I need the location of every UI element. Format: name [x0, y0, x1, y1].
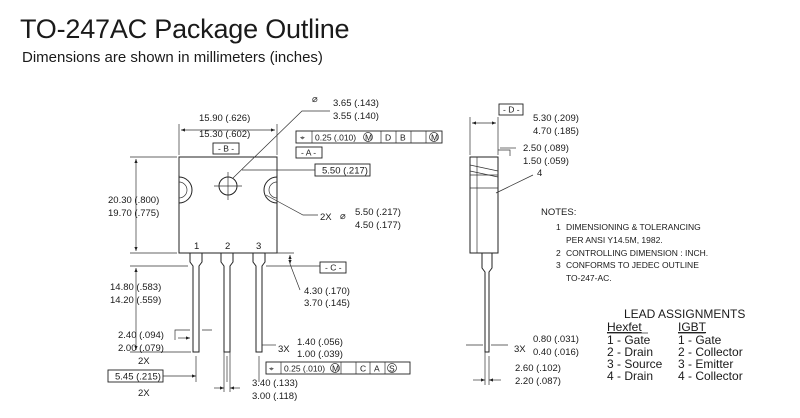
pitch-count: 2X — [138, 388, 150, 399]
dim-body-height-max: 20.30 (.800) — [108, 195, 159, 206]
dim-side-offset-min: 2.20 (.087) — [515, 376, 561, 387]
symbol-diameter-2: ⌀ — [340, 211, 346, 222]
note-1-line2: PER ANSI Y14.5M, 1982. — [566, 235, 663, 245]
position-tol-value: 0.25 (.010) — [315, 133, 356, 143]
lead-thick-count: 3X — [278, 344, 290, 355]
front-view: 15.90 (.626) 15.30 (.602) - B - ⌀ 3.65 (… — [107, 94, 443, 402]
note-1-num: 1 — [556, 222, 561, 232]
datum-b-box — [212, 142, 240, 155]
bottom-tol-value: 0.25 (.010) — [284, 364, 325, 374]
datum-b-label: - B - — [218, 144, 234, 154]
dim-width-min: 15.30 (.602) — [199, 129, 250, 140]
dim-side-lead-max: 0.80 (.031) — [533, 334, 579, 345]
dim-slot-max: 5.50 (.217) — [355, 207, 401, 218]
dim-side-lead-min: 0.40 (.016) — [533, 347, 579, 358]
igbt-lead-3: 3 - Emitter — [678, 357, 733, 371]
right-slot-inner — [268, 181, 278, 199]
dim-lead-thick-min: 1.00 (.039) — [297, 349, 343, 360]
dim-lead-length-min: 14.20 (.559) — [110, 295, 161, 306]
hole-offset-box — [314, 163, 371, 177]
symbol-diameter-1: ⌀ — [312, 94, 318, 105]
datum-c-label: - C - — [325, 263, 342, 273]
dim-pitch: 5.45 (.215) — [115, 372, 161, 383]
bottom-position-symbol: ⌖ — [269, 364, 274, 374]
side-lead-count: 3X — [514, 344, 526, 355]
dim-shoulder-min: 3.70 (.145) — [304, 298, 350, 309]
position-tol-datum3: M — [431, 133, 438, 143]
lead-assignments: LEAD ASSIGNMENTS Hexfet IGBT 1 - Gate 2 … — [607, 307, 745, 383]
dim-hole-max: 3.65 (.143) — [333, 98, 379, 109]
package-tab-edge — [178, 157, 278, 175]
note-2-line1: CONTROLLING DIMENSION : INCH. — [566, 248, 708, 258]
leads — [189, 253, 266, 353]
dim-slot-min: 4.50 (.177) — [355, 220, 401, 231]
hexfet-lead-1: 1 - Gate — [607, 333, 651, 347]
right-slot — [263, 176, 278, 204]
datum-d-box — [498, 103, 524, 116]
dim-side-offset-max: 2.60 (.102) — [515, 363, 561, 374]
lead-assignments-heading: LEAD ASSIGNMENTS — [624, 307, 745, 321]
note-3-line1: CONFORMS TO JEDEC OUTLINE — [566, 260, 699, 270]
position-tolerance-frame — [295, 130, 443, 144]
igbt-lead-2: 2 - Collector — [678, 345, 743, 359]
datum-d-label: - D - — [503, 105, 520, 115]
note-3-num: 3 — [556, 260, 561, 270]
dim-center-width-min: 3.00 (.118) — [252, 391, 297, 402]
note-1-line1: DIMENSIONING & TOLERANCING — [566, 222, 701, 232]
notes-heading: NOTES: — [541, 207, 576, 218]
dim-tab-min: 1.50 (.059) — [523, 156, 569, 167]
dim-width-max: 15.90 (.626) — [199, 113, 250, 124]
bottom-tol-datum1: C — [360, 364, 366, 374]
dim-hole-offset: 5.50 (.217) — [322, 166, 368, 177]
page-title: TO-247AC Package Outline — [20, 14, 350, 44]
bottom-tol-datum2: A — [374, 364, 380, 374]
dim-hole-min: 3.55 (.140) — [333, 111, 379, 122]
igbt-lead-1: 1 - Gate — [678, 333, 722, 347]
hexfet-lead-2: 2 - Drain — [607, 345, 653, 359]
side-view: - D - 5.30 (.209) 4.70 (.185) 2.50 (.089… — [466, 103, 579, 387]
dim-lead-width-max: 2.40 (.094) — [118, 330, 164, 341]
dim-body-height-min: 19.70 (.775) — [108, 208, 159, 219]
dim-lead-thick-max: 1.40 (.056) — [297, 337, 343, 348]
left-slot — [178, 176, 193, 204]
package-body — [178, 156, 278, 254]
hole-centerline — [214, 172, 242, 200]
position-symbol: ⌖ — [300, 133, 305, 143]
note-ref-4: 4 — [537, 168, 542, 179]
page-subtitle: Dimensions are shown in millimeters (inc… — [22, 49, 323, 66]
datum-c-box — [319, 261, 347, 274]
pin-label-1: 1 — [194, 241, 199, 252]
igbt-lead-4: 4 - Collector — [678, 369, 743, 383]
hexfet-lead-4: 4 - Drain — [607, 369, 653, 383]
lead-width-count: 2X — [138, 356, 150, 367]
bottom-tol-modifier: M — [332, 364, 339, 374]
side-body — [469, 156, 499, 254]
dim-shoulder-max: 4.30 (.170) — [304, 286, 350, 297]
dim-lead-width-min: 2.00 (.079) — [118, 343, 164, 354]
notes-section: NOTES: 1 DIMENSIONING & TOLERANCING PER … — [541, 207, 708, 283]
position-tol-datum1: D — [385, 133, 391, 143]
pin-label-2: 2 — [225, 241, 230, 252]
dim-tab-max: 2.50 (.089) — [523, 143, 569, 154]
side-lead — [481, 253, 493, 353]
hexfet-lead-3: 3 - Source — [607, 357, 663, 371]
col-header-hexfet: Hexfet — [607, 320, 642, 334]
note-2-num: 2 — [556, 248, 561, 258]
bottom-tolerance-frame — [265, 361, 411, 375]
bottom-tol-datum3: S — [389, 364, 395, 374]
position-tol-datum2: B — [400, 133, 406, 143]
col-header-igbt: IGBT — [678, 320, 707, 334]
dim-side-thick-min: 4.70 (.185) — [533, 126, 579, 137]
pin-label-3: 3 — [256, 241, 261, 252]
slot-count: 2X — [320, 212, 332, 223]
dim-lead-length-max: 14.80 (.583) — [110, 282, 161, 293]
left-slot-inner — [178, 181, 188, 199]
dim-side-thick-max: 5.30 (.209) — [533, 113, 579, 124]
datum-a-label: - A - — [301, 148, 316, 158]
position-tol-modifier: M — [365, 133, 372, 143]
note-3-line2: TO-247-AC. — [566, 273, 612, 283]
dim-center-width-max: 3.40 (.133) — [252, 378, 298, 389]
datum-a-box — [295, 146, 323, 159]
